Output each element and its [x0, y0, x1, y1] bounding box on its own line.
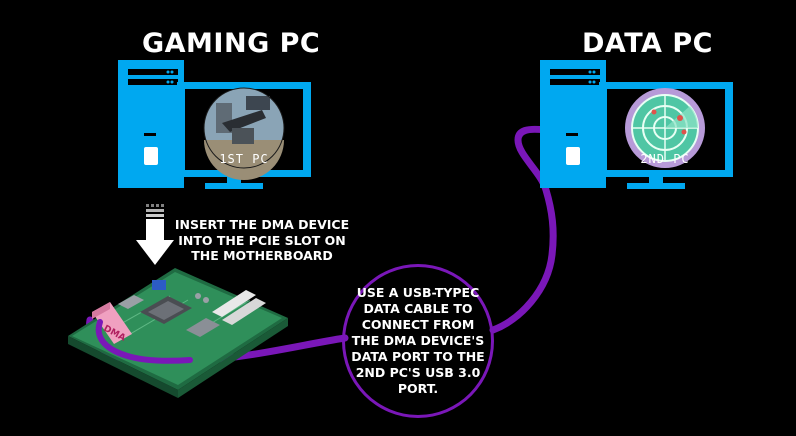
data-pc-icon: 2ND PC — [540, 60, 733, 189]
down-arrow-icon — [136, 204, 174, 265]
radar-thumbnail — [625, 88, 705, 168]
gaming-pc-icon: 1ST PC — [118, 60, 311, 189]
gaming-pc-screen-label: 1ST PC — [219, 152, 268, 166]
gaming-pc-title: GAMING PC — [142, 28, 321, 59]
shooter-game-thumbnail — [203, 87, 285, 180]
cable-instruction-text: USE A USB-TYPEC DATA CABLE TO CONNECT FR… — [351, 285, 485, 396]
insert-dma-instruction: INSERT THE DMA DEVICE INTO THE PCIE SLOT… — [174, 217, 350, 263]
data-pc-screen-label: 2ND PC — [640, 152, 689, 166]
data-pc-title: DATA PC — [582, 28, 713, 59]
cable-instruction-bubble: USE A USB-TYPEC DATA CABLE TO CONNECT FR… — [342, 264, 494, 418]
